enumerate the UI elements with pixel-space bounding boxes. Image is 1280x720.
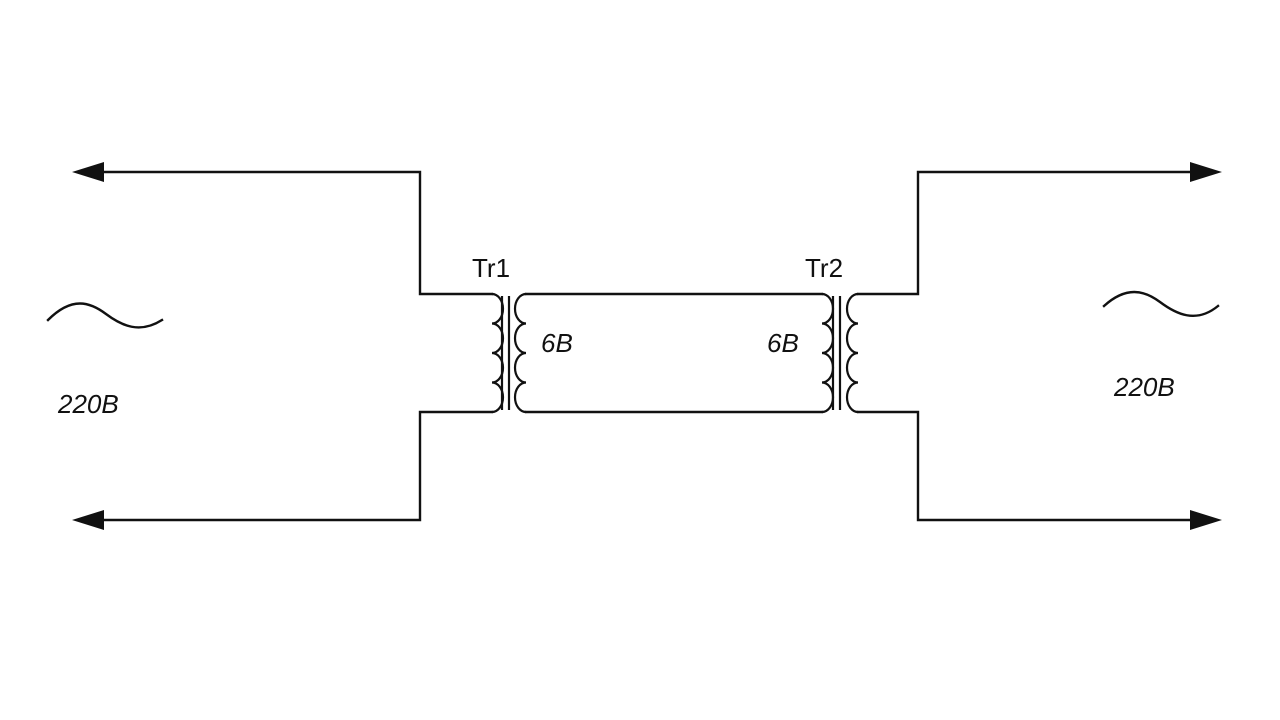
left-top-wire [90, 170, 494, 296]
tr2-secondary-coil [820, 292, 835, 414]
transformer-tr2 [820, 292, 860, 414]
right-bottom-arrow-icon [1190, 510, 1222, 530]
tr2-secondary-voltage-label: 6B [767, 328, 799, 358]
tr2-label: Tr2 [805, 253, 843, 283]
left-bottom-wire [90, 410, 494, 522]
tr1-secondary-voltage-label: 6B [541, 328, 573, 358]
right-top-wire [856, 170, 1202, 296]
right-top-arrow-icon [1190, 162, 1222, 182]
right-ac-symbol-icon [1102, 290, 1220, 317]
tr1-label: Tr1 [472, 253, 510, 283]
tr1-secondary-coil [513, 292, 528, 414]
secondary-link [524, 292, 824, 414]
left-mains-circuit [46, 162, 494, 530]
left-voltage-label: 220B [57, 389, 119, 419]
transformer-tr1 [490, 292, 528, 414]
left-ac-symbol-icon [46, 302, 164, 329]
right-mains-circuit [856, 162, 1222, 530]
right-bottom-wire [856, 410, 1202, 522]
right-voltage-label: 220B [1113, 372, 1175, 402]
tr2-primary-coil [845, 292, 860, 414]
left-top-arrow-icon [72, 162, 104, 182]
left-bottom-arrow-icon [72, 510, 104, 530]
